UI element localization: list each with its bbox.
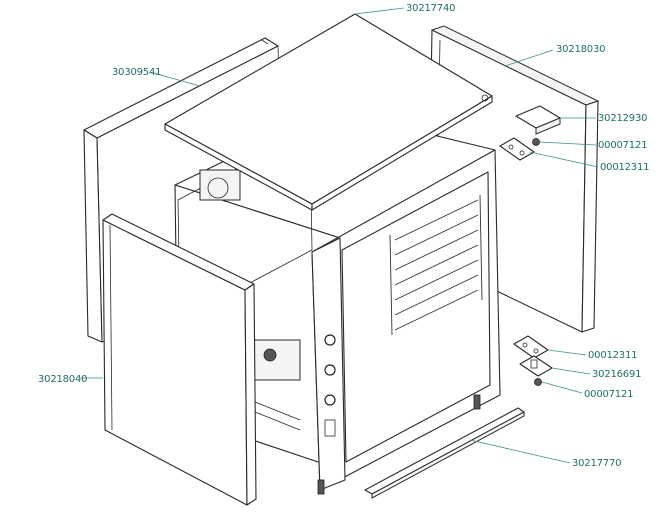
label-hinge-lower: 30216691: [592, 369, 641, 380]
drip-channel: [364, 407, 525, 499]
nut-lower: [534, 378, 542, 386]
hinge-lower: [519, 355, 553, 377]
tray-rack: [389, 194, 483, 336]
front-frame: [311, 149, 501, 495]
leader-lines: [80, 7, 599, 464]
label-hinge-plate-lower: 00012311: [588, 350, 637, 361]
label-hinge-cover: 30212930: [598, 113, 647, 124]
label-hinge-plate-upper: 00012311: [600, 162, 649, 173]
left-front-panel: [102, 213, 257, 506]
label-nut-lower: 00007121: [584, 389, 633, 400]
label-left-front-panel: 30218040: [38, 374, 87, 385]
top-panel: [164, 13, 493, 211]
label-right-panel: 30218030: [556, 44, 605, 55]
nut-upper: [532, 138, 540, 146]
hinge-plate-upper: [499, 137, 535, 161]
label-drip-channel: 30217770: [572, 458, 621, 469]
hinge-plate-lower: [513, 335, 549, 359]
label-nut-upper: 00007121: [598, 140, 647, 151]
label-top-panel: 30217740: [406, 3, 455, 14]
label-left-rear-panel: 30309541: [112, 67, 161, 78]
